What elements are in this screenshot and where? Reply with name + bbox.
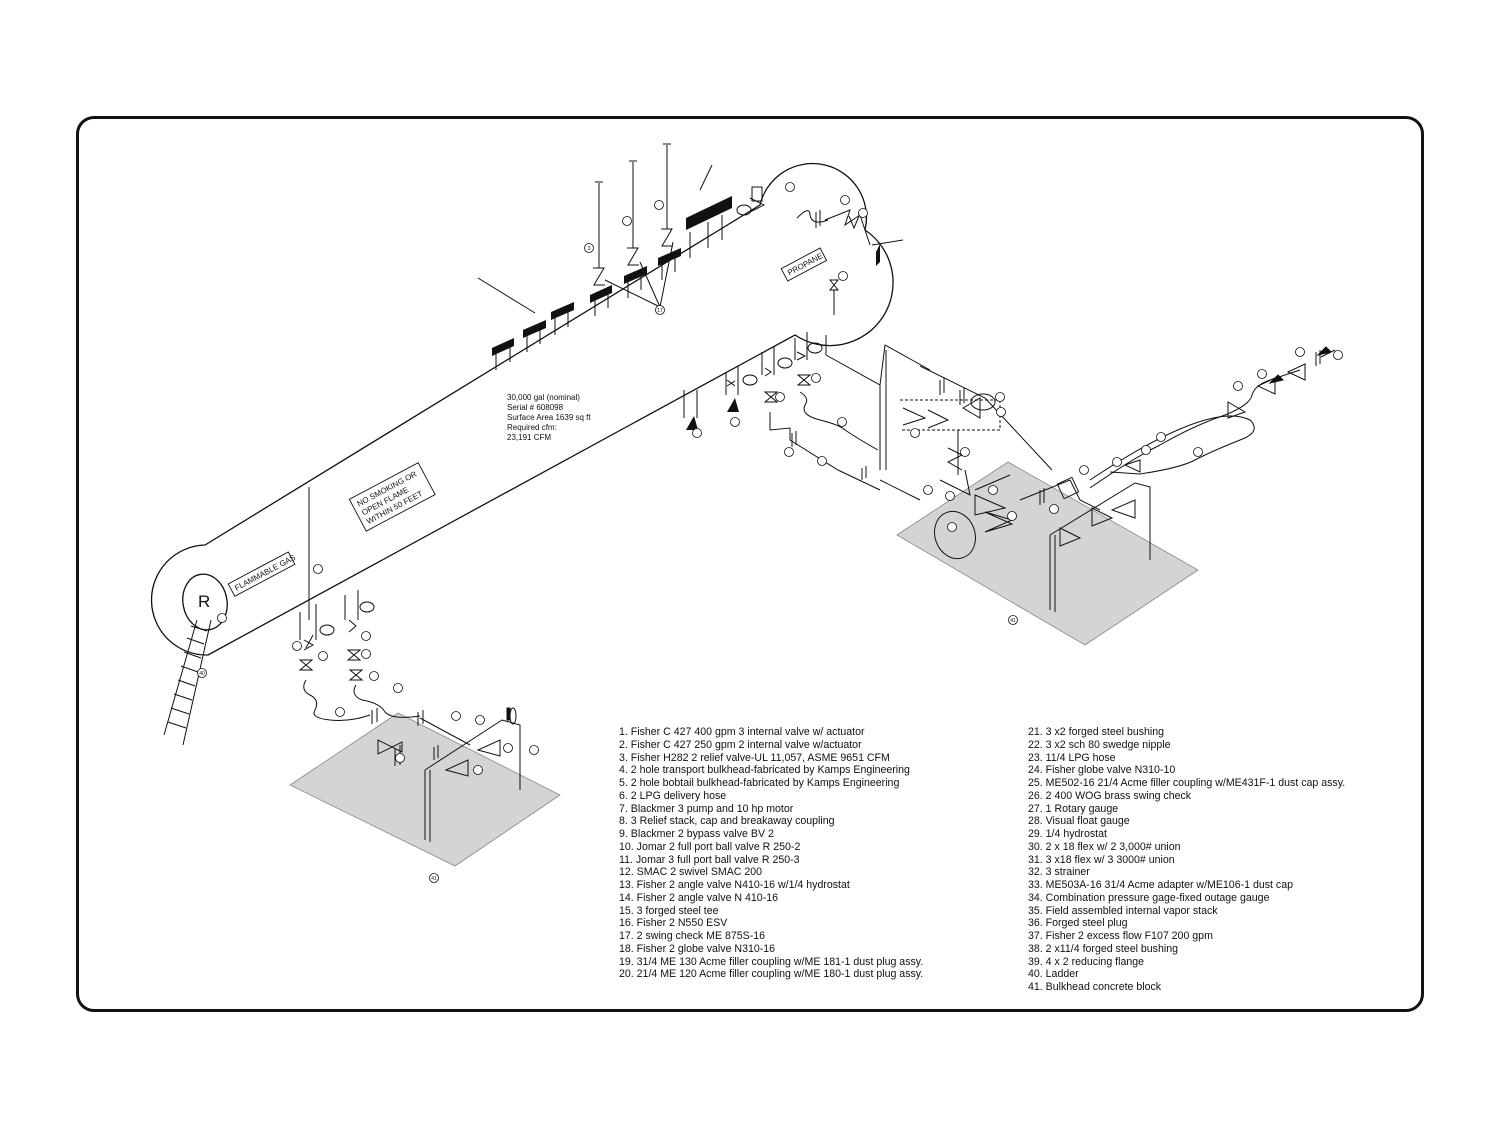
legend-item: 28. Visual float gauge	[1028, 815, 1130, 828]
parts-legend-left: 1. Fisher C 427 400 gpm 3 internal valve…	[619, 726, 923, 981]
callout-pad-right: 41	[1010, 618, 1016, 624]
legend-item: 25. ME502-16 21/4 Acme filler coupling w…	[1028, 777, 1346, 789]
concrete-pad-right	[896, 461, 1199, 646]
legend-item: 30. 2 x 18 flex w/ 2 3,000# union	[1028, 840, 1181, 853]
legend-item: 41. Bulkhead concrete block	[1028, 981, 1162, 993]
legend-item: 26. 2 400 WOG brass swing check	[1028, 789, 1192, 802]
legend-item: 11. Jomar 3 full port ball valve R 250-3	[619, 853, 800, 866]
callout-pad-left: 41	[431, 876, 437, 882]
legend-item: 13. Fisher 2 angle valve N410-16 w/1/4 h…	[619, 879, 850, 891]
propane-sign: PROPANE	[780, 247, 828, 282]
legend-item: 40. Ladder	[1028, 968, 1079, 981]
legend-item: 19. 31/4 ME 130 Acme filler coupling w/M…	[619, 955, 924, 968]
tank-nameplate: 30,000 gal (nominal) Serial # 608098 Sur…	[507, 393, 591, 442]
callout-relief: 3	[588, 246, 591, 252]
callout-relief-group: 17	[657, 308, 663, 314]
no-smoking-sign: NO SMOKING OR OPEN FLAME WITHIN 50 FEET	[348, 462, 436, 532]
legend-item: 23. 11/4 LPG hose	[1028, 751, 1116, 764]
legend-item: 12. SMAC 2 swivel SMAC 200	[619, 866, 763, 879]
legend-item: 1. Fisher C 427 400 gpm 3 internal valve…	[619, 726, 865, 738]
legend-item: 22. 3 x2 sch 80 swedge nipple	[1028, 738, 1171, 751]
legend-item: 24. Fisher globe valve N310-10	[1028, 764, 1176, 777]
callout-numbers: 41 41 40 3 17	[199, 246, 1016, 882]
legend-item: 37. Fisher 2 excess flow F107 200 gpm	[1028, 930, 1213, 942]
tank-surface-area: Surface Area 1639 sq ft	[507, 413, 591, 422]
legend-item: 14. Fisher 2 angle valve N 410-16	[619, 891, 778, 904]
callout-bubbles	[197, 182, 1343, 883]
tank-r-mark: R	[198, 592, 210, 611]
tank-capacity: 30,000 gal (nominal)	[507, 393, 580, 402]
legend-item: 3. Fisher H282 2 relief valve-UL 11,057,…	[619, 751, 890, 764]
legend-item: 38. 2 x11/4 forged steel bushing	[1028, 942, 1178, 955]
bulkhead-caps	[492, 196, 880, 430]
ladder	[163, 619, 212, 746]
legend-item: 35. Field assembled internal vapor stack	[1028, 904, 1218, 917]
legend-item: 27. 1 Rotary gauge	[1028, 802, 1119, 815]
under-tank-valves-left	[298, 590, 521, 842]
legend-item: 17. 2 swing check ME 875S-16	[619, 930, 766, 942]
under-tank-valves-center	[683, 186, 1336, 612]
legend-item: 15. 3 forged steel tee	[619, 904, 719, 917]
legend-item: 10. Jomar 2 full port ball valve R 250-2	[619, 840, 801, 853]
tank-body	[150, 162, 894, 656]
flammable-gas-text: FLAMMABLE GAS	[233, 553, 297, 593]
legend-item: 18. Fisher 2 globe valve N310-16	[619, 942, 776, 955]
legend-item: 34. Combination pressure gage-fixed outa…	[1028, 891, 1270, 904]
legend-item: 20. 21/4 ME 120 Acme filler coupling w/M…	[619, 968, 924, 981]
drawing-border	[76, 116, 1424, 1012]
legend-item: 31. 3 x18 flex w/ 3 3000# union	[1028, 853, 1175, 866]
legend-item: 6. 2 LPG delivery hose	[619, 789, 727, 802]
tank-serial: Serial # 608098	[507, 403, 564, 412]
legend-item: 32. 3 strainer	[1028, 866, 1090, 879]
legend-item: 4. 2 hole transport bulkhead-fabricated …	[619, 764, 910, 777]
legend-item: 16. Fisher 2 N550 ESV	[619, 917, 728, 930]
legend-item: 36. Forged steel plug	[1028, 917, 1128, 930]
legend-item: 39. 4 x 2 reducing flange	[1028, 955, 1145, 968]
tank-required-cfm-label: Required cfm:	[507, 423, 557, 432]
legend-item: 7. Blackmer 3 pump and 10 hp motor	[619, 802, 794, 815]
legend-item: 2. Fisher C 427 250 gpm 2 internal valve…	[619, 738, 862, 751]
tank-end-cap	[182, 573, 228, 631]
callout-ladder: 40	[199, 671, 205, 677]
legend-item: 21. 3 x2 forged steel bushing	[1028, 726, 1165, 738]
legend-item: 29. 1/4 hydrostat	[1028, 828, 1107, 840]
tank-required-cfm-value: 23,191 CFM	[507, 433, 551, 442]
legend-item: 5. 2 hole bobtail bulkhead-fabricated by…	[619, 777, 900, 789]
legend-item: 33. ME503A-16 31/4 Acme adapter w/ME106-…	[1028, 879, 1293, 891]
legend-item: 9. Blackmer 2 bypass valve BV 2	[619, 828, 774, 840]
legend-item: 8. 3 Relief stack, cap and breakaway cou…	[619, 815, 835, 828]
flammable-gas-sign: FLAMMABLE GAS	[227, 551, 297, 597]
